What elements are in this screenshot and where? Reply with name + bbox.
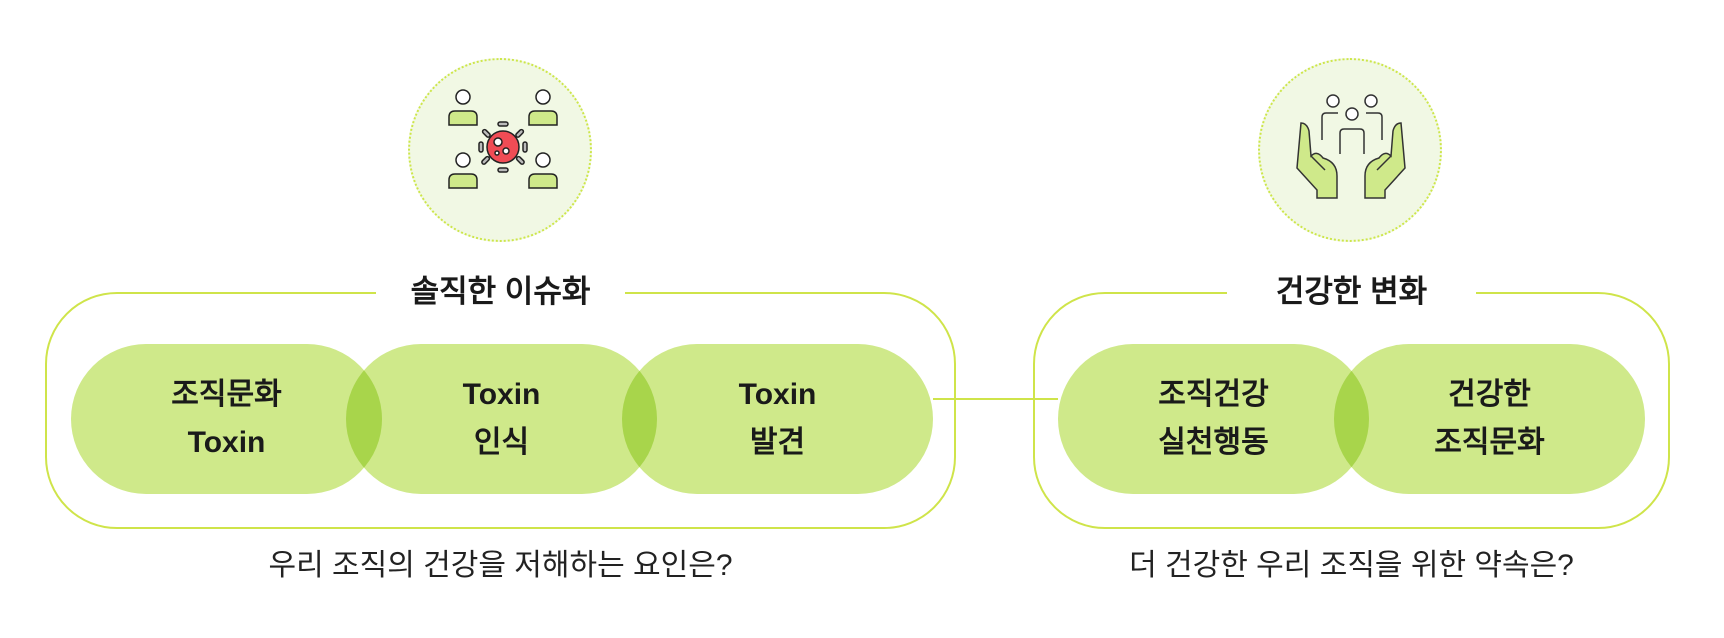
people-virus-icon	[448, 89, 558, 189]
step-line1: Toxin	[462, 378, 541, 411]
step-line2: 조직문화	[1434, 426, 1545, 459]
hands-holding-people-icon	[1296, 94, 1406, 199]
step-line1: Toxin	[738, 378, 817, 411]
left-group-title: 솔직한 이슈화	[376, 270, 625, 314]
step-line1: 조직문화	[171, 378, 282, 411]
step-line1: 조직건강	[1158, 378, 1269, 411]
step-pill: Toxin 발견	[622, 344, 933, 494]
group-connector-line	[933, 398, 1058, 400]
step-pill: 건강한 조직문화	[1334, 344, 1645, 494]
step-line1: 건강한	[1448, 378, 1531, 411]
left-question: 우리 조직의 건강을 저해하는 요인은?	[268, 549, 733, 582]
step-pill: 조직건강 실천행동	[1058, 344, 1369, 494]
step-pill: Toxin 인식	[346, 344, 657, 494]
step-line2: 실천행동	[1158, 426, 1269, 459]
left-icon-circle	[408, 58, 592, 242]
step-pill: 조직문화 Toxin	[71, 344, 382, 494]
right-group-title: 건강한 변화	[1227, 270, 1476, 314]
step-line2: 발견	[749, 426, 806, 459]
step-line2: 인식	[473, 426, 530, 459]
step-line2: Toxin	[187, 426, 266, 459]
right-icon-circle	[1258, 58, 1442, 242]
right-question: 더 건강한 우리 조직을 위한 약속은?	[1129, 549, 1574, 582]
